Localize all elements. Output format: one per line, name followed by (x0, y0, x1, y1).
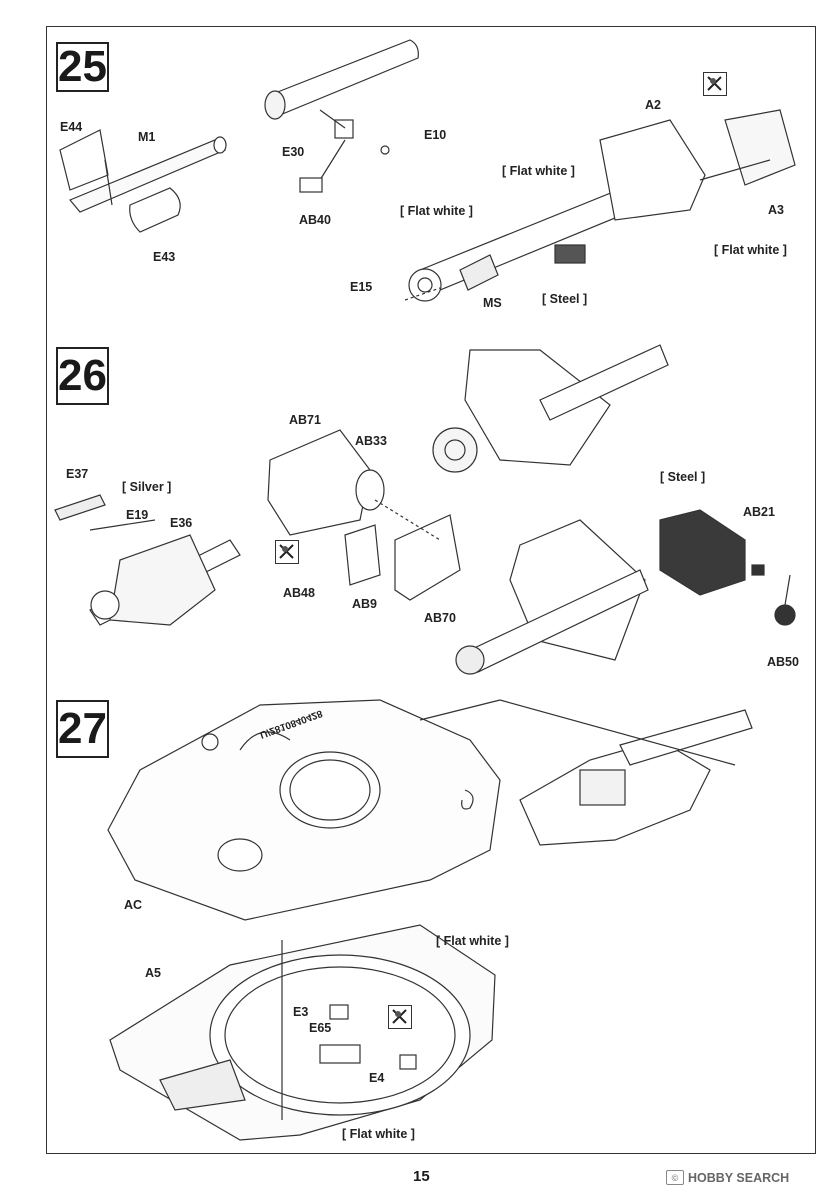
page-number: 15 (413, 1168, 430, 1185)
part-label-m1: M1 (138, 130, 156, 144)
part-label-ab21: AB21 (743, 505, 775, 519)
part-label-a2: A2 (645, 98, 661, 112)
part-label-e19: E19 (126, 508, 149, 522)
step25-breech-subassembly-drawing (264, 39, 419, 193)
paint-callout-flat-white: [ Flat white ] (502, 164, 575, 178)
part-label-ab71: AB71 (289, 413, 321, 427)
step26-exploded-parts-drawing (267, 429, 461, 601)
paint-callout-flat-white: [ Flat white ] (714, 243, 787, 257)
step26-lower-mount-drawing (455, 509, 796, 675)
part-label-a5: A5 (145, 966, 161, 980)
watermark: © HOBBY SEARCH (666, 1170, 789, 1185)
part-label-e44: E44 (60, 120, 83, 134)
paint-callout-steel: [ Steel ] (542, 292, 588, 306)
step-number-box-27: 27 (56, 700, 109, 758)
part-label-ab48: AB48 (283, 586, 315, 600)
part-label-ab9: AB9 (352, 597, 378, 611)
paint-callout-flat-white: [ Flat white ] (342, 1127, 415, 1141)
part-label-e36: E36 (170, 516, 193, 530)
paint-callout-steel: [ Steel ] (660, 470, 706, 484)
part-label-ac: AC (124, 898, 143, 912)
step25-gun-mount-drawing (404, 109, 796, 302)
step27-gun-assembly-drawing (519, 709, 753, 846)
step-number-box-25: 25 (56, 42, 109, 92)
part-label-a3: A3 (768, 203, 784, 217)
part-label-e65: E65 (309, 1021, 332, 1035)
step27-turret-ring-a5-drawing (109, 924, 496, 1141)
part-label-ab50: AB50 (767, 655, 799, 669)
step27-turret-ac-drawing (107, 699, 501, 921)
paint-callout-flat-white: [ Flat white ] (400, 204, 473, 218)
step25-barrel-m1-drawing (59, 129, 227, 233)
part-label-e15: E15 (350, 280, 373, 294)
part-label-ab40: AB40 (299, 213, 331, 227)
paint-callout-flat-white: [ Flat white ] (436, 934, 509, 948)
glue-cross-icon (388, 1005, 412, 1029)
part-label-e43: E43 (153, 250, 176, 264)
watermark-logo-icon: © (666, 1170, 684, 1185)
part-label-ab33: AB33 (355, 434, 387, 448)
paint-callout-silver: [ Silver ] (122, 480, 172, 494)
part-label-e3: E3 (293, 1005, 309, 1019)
step26-upper-mount-drawing (432, 344, 669, 473)
part-label-ab70: AB70 (424, 611, 456, 625)
part-label-e30: E30 (282, 145, 305, 159)
glue-cross-icon (703, 72, 727, 96)
part-label-ms: MS (483, 296, 502, 310)
step-number-box-26: 26 (56, 347, 109, 405)
instruction-page-frame (46, 26, 816, 1154)
step26-left-assembly-drawing (54, 494, 241, 626)
glue-cross-icon (275, 540, 299, 564)
part-label-e4: E4 (369, 1071, 385, 1085)
watermark-text: HOBBY SEARCH (688, 1170, 790, 1185)
part-label-e37: E37 (66, 467, 89, 481)
part-label-e10: E10 (424, 128, 447, 142)
